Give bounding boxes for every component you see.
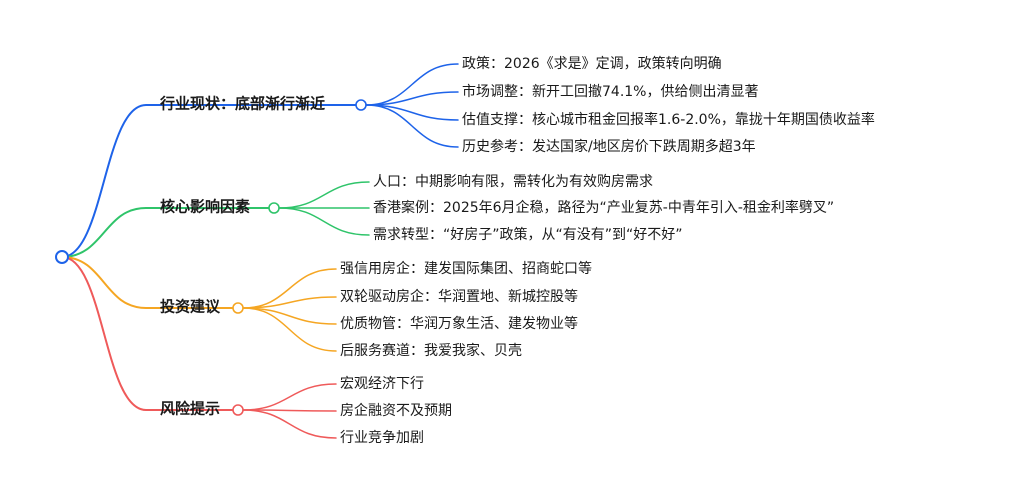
leaf-link-2-1 — [242, 296, 337, 309]
leaf-label-1-2[interactable]: 需求转型：“好房子”政策，从“有没有”到“好不好” — [373, 227, 683, 243]
leaf-label-3-2[interactable]: 行业竞争加剧 — [340, 430, 424, 446]
leaf-label-3-1[interactable]: 房企融资不及预期 — [340, 403, 452, 419]
leaf-link-3-2 — [242, 409, 337, 439]
leaf-label-1-0[interactable]: 人口：中期影响有限，需转化为有效购房需求 — [373, 174, 653, 190]
leaf-link-0-0 — [365, 63, 459, 106]
root-link-2 — [61, 256, 147, 309]
leaf-link-0-1 — [365, 91, 459, 106]
root-node[interactable] — [55, 250, 69, 264]
leaf-link-0-3 — [365, 104, 459, 148]
leaf-label-0-3[interactable]: 历史参考：发达国家/地区房价下跌周期多超3年 — [462, 139, 756, 155]
leaf-link-0-2 — [365, 104, 459, 121]
branch-node-2[interactable] — [232, 302, 244, 314]
leaf-link-2-2 — [242, 307, 337, 325]
leaf-label-2-3[interactable]: 后服务赛道：我爱我家、贝壳 — [340, 343, 522, 359]
leaf-label-2-2[interactable]: 优质物管：华润万象生活、建发物业等 — [340, 316, 578, 332]
leaf-label-2-1[interactable]: 双轮驱动房企：华润置地、新城控股等 — [340, 289, 578, 305]
leaf-link-1-0 — [278, 181, 370, 209]
root-link-1 — [61, 207, 147, 258]
leaf-label-0-0[interactable]: 政策：2026《求是》定调，政策转向明确 — [462, 56, 722, 72]
leaf-label-2-0[interactable]: 强信用房企：建发国际集团、招商蛇口等 — [340, 261, 592, 277]
branch-node-0[interactable] — [355, 99, 367, 111]
leaf-label-0-1[interactable]: 市场调整：新开工回撤74.1%，供给侧出清显著 — [462, 84, 759, 100]
branch-node-1[interactable] — [268, 202, 280, 214]
root-link-3 — [61, 256, 147, 411]
leaf-link-2-3 — [242, 307, 337, 352]
branch-node-3[interactable] — [232, 404, 244, 416]
root-link-0 — [61, 104, 147, 258]
leaf-label-3-0[interactable]: 宏观经济下行 — [340, 376, 424, 392]
branch-label-0[interactable]: 行业现状：底部渐行渐近 — [160, 94, 326, 113]
leaf-link-3-1 — [242, 409, 337, 412]
leaf-link-1-2 — [278, 207, 370, 236]
leaf-label-1-1[interactable]: 香港案例：2025年6月企稳，路径为“产业复苏-中青年引入-租金利率劈叉” — [373, 200, 835, 216]
leaf-link-3-0 — [242, 383, 337, 411]
leaf-link-2-0 — [242, 268, 337, 309]
leaf-label-0-2[interactable]: 估值支撑：核心城市租金回报率1.6-2.0%，靠拢十年期国债收益率 — [462, 112, 875, 128]
branch-label-3[interactable]: 风险提示 — [160, 399, 221, 418]
branch-label-1[interactable]: 核心影响因素 — [160, 197, 251, 216]
branch-label-2[interactable]: 投资建议 — [160, 297, 221, 316]
